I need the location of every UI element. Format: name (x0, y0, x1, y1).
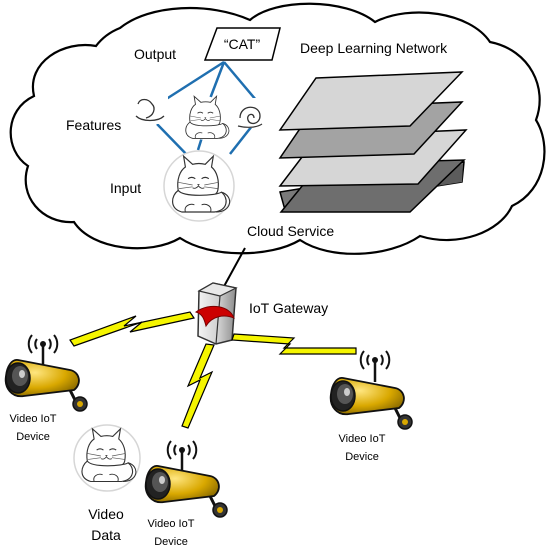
features-label: Features (66, 117, 121, 133)
device-left-line2: Device (16, 431, 50, 443)
feature-thumbnail-right (234, 98, 264, 128)
network-layers (278, 71, 468, 213)
layer-1 (278, 71, 464, 131)
video-iot-device-bottom (144, 440, 229, 519)
device-bottom-line1: Video IoT (148, 518, 195, 530)
cloud-gateway-link (221, 247, 246, 291)
output-label: Output (134, 46, 176, 62)
cloud-service-label: Cloud Service (247, 223, 334, 239)
wireless-links (69, 311, 357, 429)
feature-thumbnail-center (181, 95, 230, 140)
device-right-line2: Device (345, 451, 379, 463)
video-data-line2: Data (91, 527, 121, 543)
gateway-icon (194, 282, 238, 345)
device-bottom-line2: Device (154, 536, 188, 548)
network-label: Deep Learning Network (300, 40, 448, 56)
input-image (163, 150, 235, 222)
feature-thumbnail-left (132, 96, 168, 124)
camera-icon (144, 464, 229, 519)
output-box (203, 27, 281, 61)
video-data-line1: Video (88, 506, 124, 522)
camera-icon (329, 376, 414, 431)
device-right-line1: Video IoT (339, 433, 386, 445)
input-label: Input (110, 180, 141, 196)
device-left-line1: Video IoT (10, 413, 57, 425)
video-iot-device-left (4, 334, 89, 413)
video-data-image (73, 424, 141, 492)
output-value: “CAT” (224, 36, 261, 52)
video-iot-device-right (329, 350, 414, 431)
camera-icon (4, 358, 89, 413)
gateway-label: IoT Gateway (249, 300, 328, 316)
